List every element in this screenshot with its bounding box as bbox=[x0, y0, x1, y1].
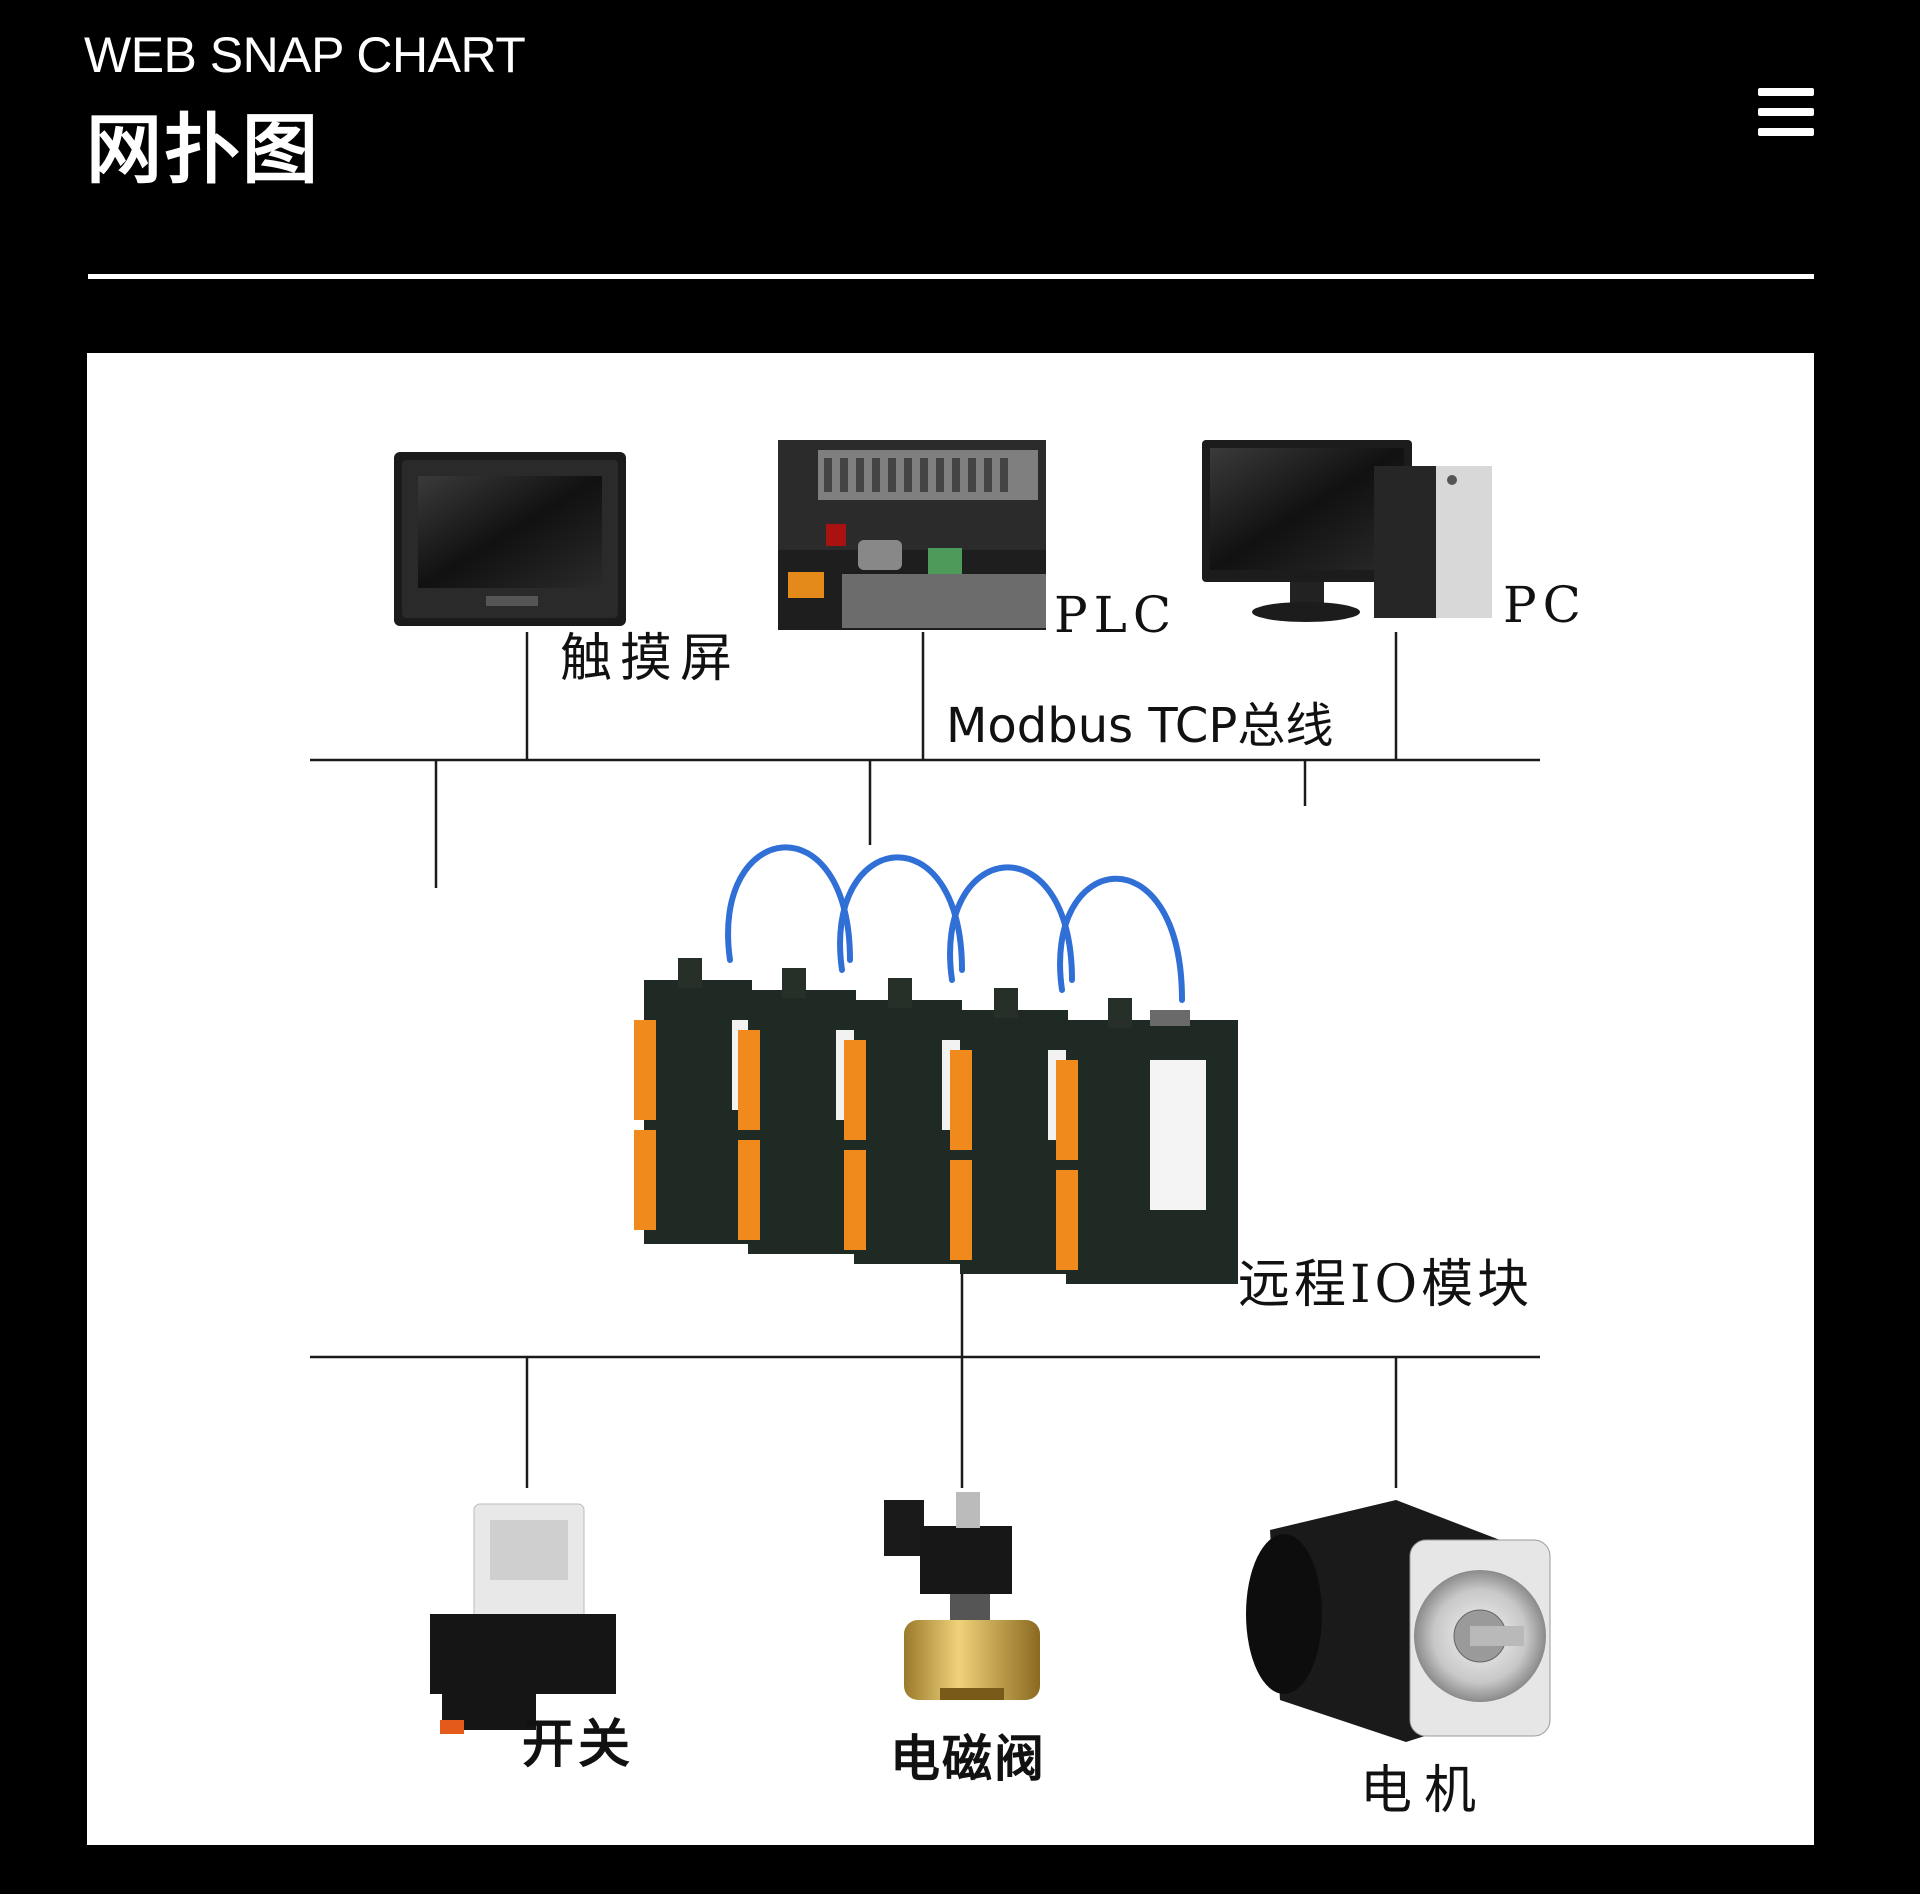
header-divider bbox=[88, 274, 1814, 279]
modbus-bus-label: Modbus TCP总线 bbox=[946, 698, 1333, 754]
io-module-5 bbox=[1056, 998, 1238, 1284]
touch-screen-label: 触摸屏 bbox=[560, 629, 740, 689]
header-subtitle: WEB SNAP CHART bbox=[84, 27, 526, 83]
io-module-2 bbox=[738, 968, 856, 1254]
pc-label: PC bbox=[1503, 576, 1587, 634]
relay-switch-icon bbox=[430, 1503, 616, 1734]
switch-label: 开关 bbox=[522, 1715, 634, 1775]
pc-icon bbox=[1202, 440, 1492, 622]
solenoid-valve-icon bbox=[884, 1492, 1040, 1700]
solenoid-valve-label: 电磁阀 bbox=[890, 1730, 1046, 1788]
io-module-3 bbox=[844, 978, 962, 1264]
touch-screen-icon bbox=[394, 452, 626, 626]
page-title: 网扑图 bbox=[86, 105, 320, 194]
io-module-label: 远程IO模块 bbox=[1238, 1255, 1533, 1315]
motor-label: 电机 bbox=[1360, 1761, 1488, 1821]
io-module-stack bbox=[634, 844, 1238, 1284]
io-module-4 bbox=[950, 988, 1068, 1274]
hamburger-menu-icon[interactable] bbox=[1758, 88, 1814, 136]
io-module-1 bbox=[634, 958, 752, 1244]
plc-label: PLC bbox=[1054, 586, 1177, 644]
plc-icon bbox=[778, 440, 1046, 630]
servo-motor-icon bbox=[1246, 1500, 1551, 1742]
bus-lines bbox=[310, 632, 1540, 1488]
